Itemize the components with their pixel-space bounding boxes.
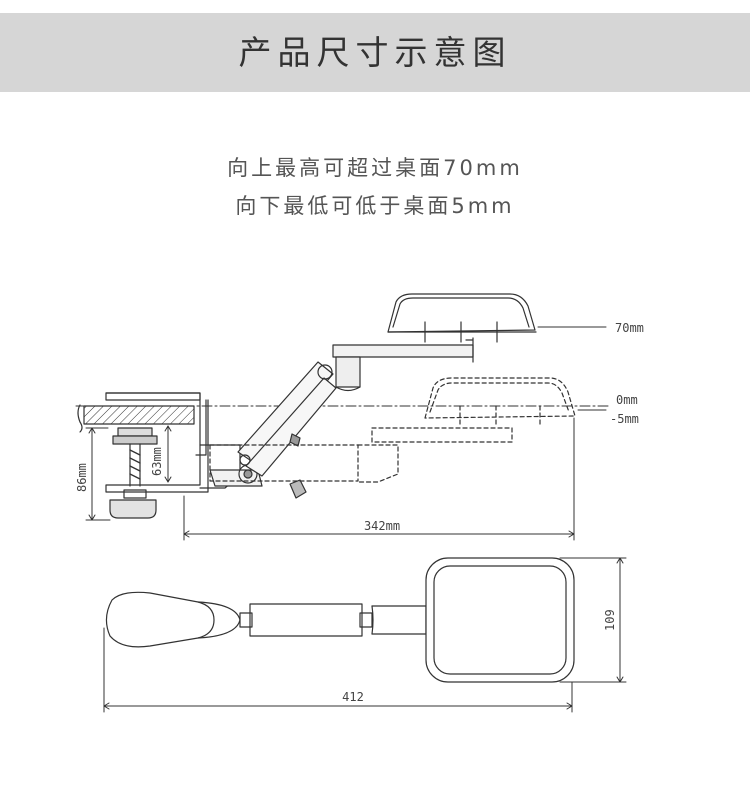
dim-pad-width: 109	[559, 557, 627, 683]
dim-clamp-inner: 63mm	[150, 425, 172, 483]
dim-reach: 342mm	[183, 417, 575, 541]
dim-total-length: 412	[103, 627, 573, 713]
header-band	[0, 13, 750, 92]
page-title: 产品尺寸示意图	[238, 33, 512, 72]
dim-clamp-outer-label: 86mm	[75, 463, 89, 492]
dim-pad-width-label: 109	[603, 609, 617, 631]
side-view: 70mm 0mm -5mm 63mm 86mm 342mm	[75, 293, 644, 541]
dim-reach-label: 342mm	[364, 519, 400, 533]
pad-lowered	[209, 377, 607, 483]
note-min-height: 向下最低可低于桌面5mm	[235, 194, 515, 218]
top-arm	[239, 603, 427, 637]
label-low-height: -5mm	[610, 412, 639, 426]
dim-clamp-outer: 86mm	[75, 427, 111, 521]
dim-clamp-inner-label: 63mm	[150, 447, 164, 476]
top-view: 109 412	[103, 557, 627, 713]
dim-total-length-label: 412	[342, 690, 364, 704]
arm-linkage	[199, 337, 474, 499]
label-zero-height: 0mm	[616, 393, 638, 407]
label-top-height: 70mm	[615, 321, 644, 335]
top-clamp-knob	[105, 591, 215, 648]
top-pad	[425, 557, 575, 683]
desk-clamp	[105, 392, 209, 519]
note-max-height: 向上最高可超过桌面70mm	[227, 156, 523, 180]
pad-raised	[387, 293, 607, 343]
